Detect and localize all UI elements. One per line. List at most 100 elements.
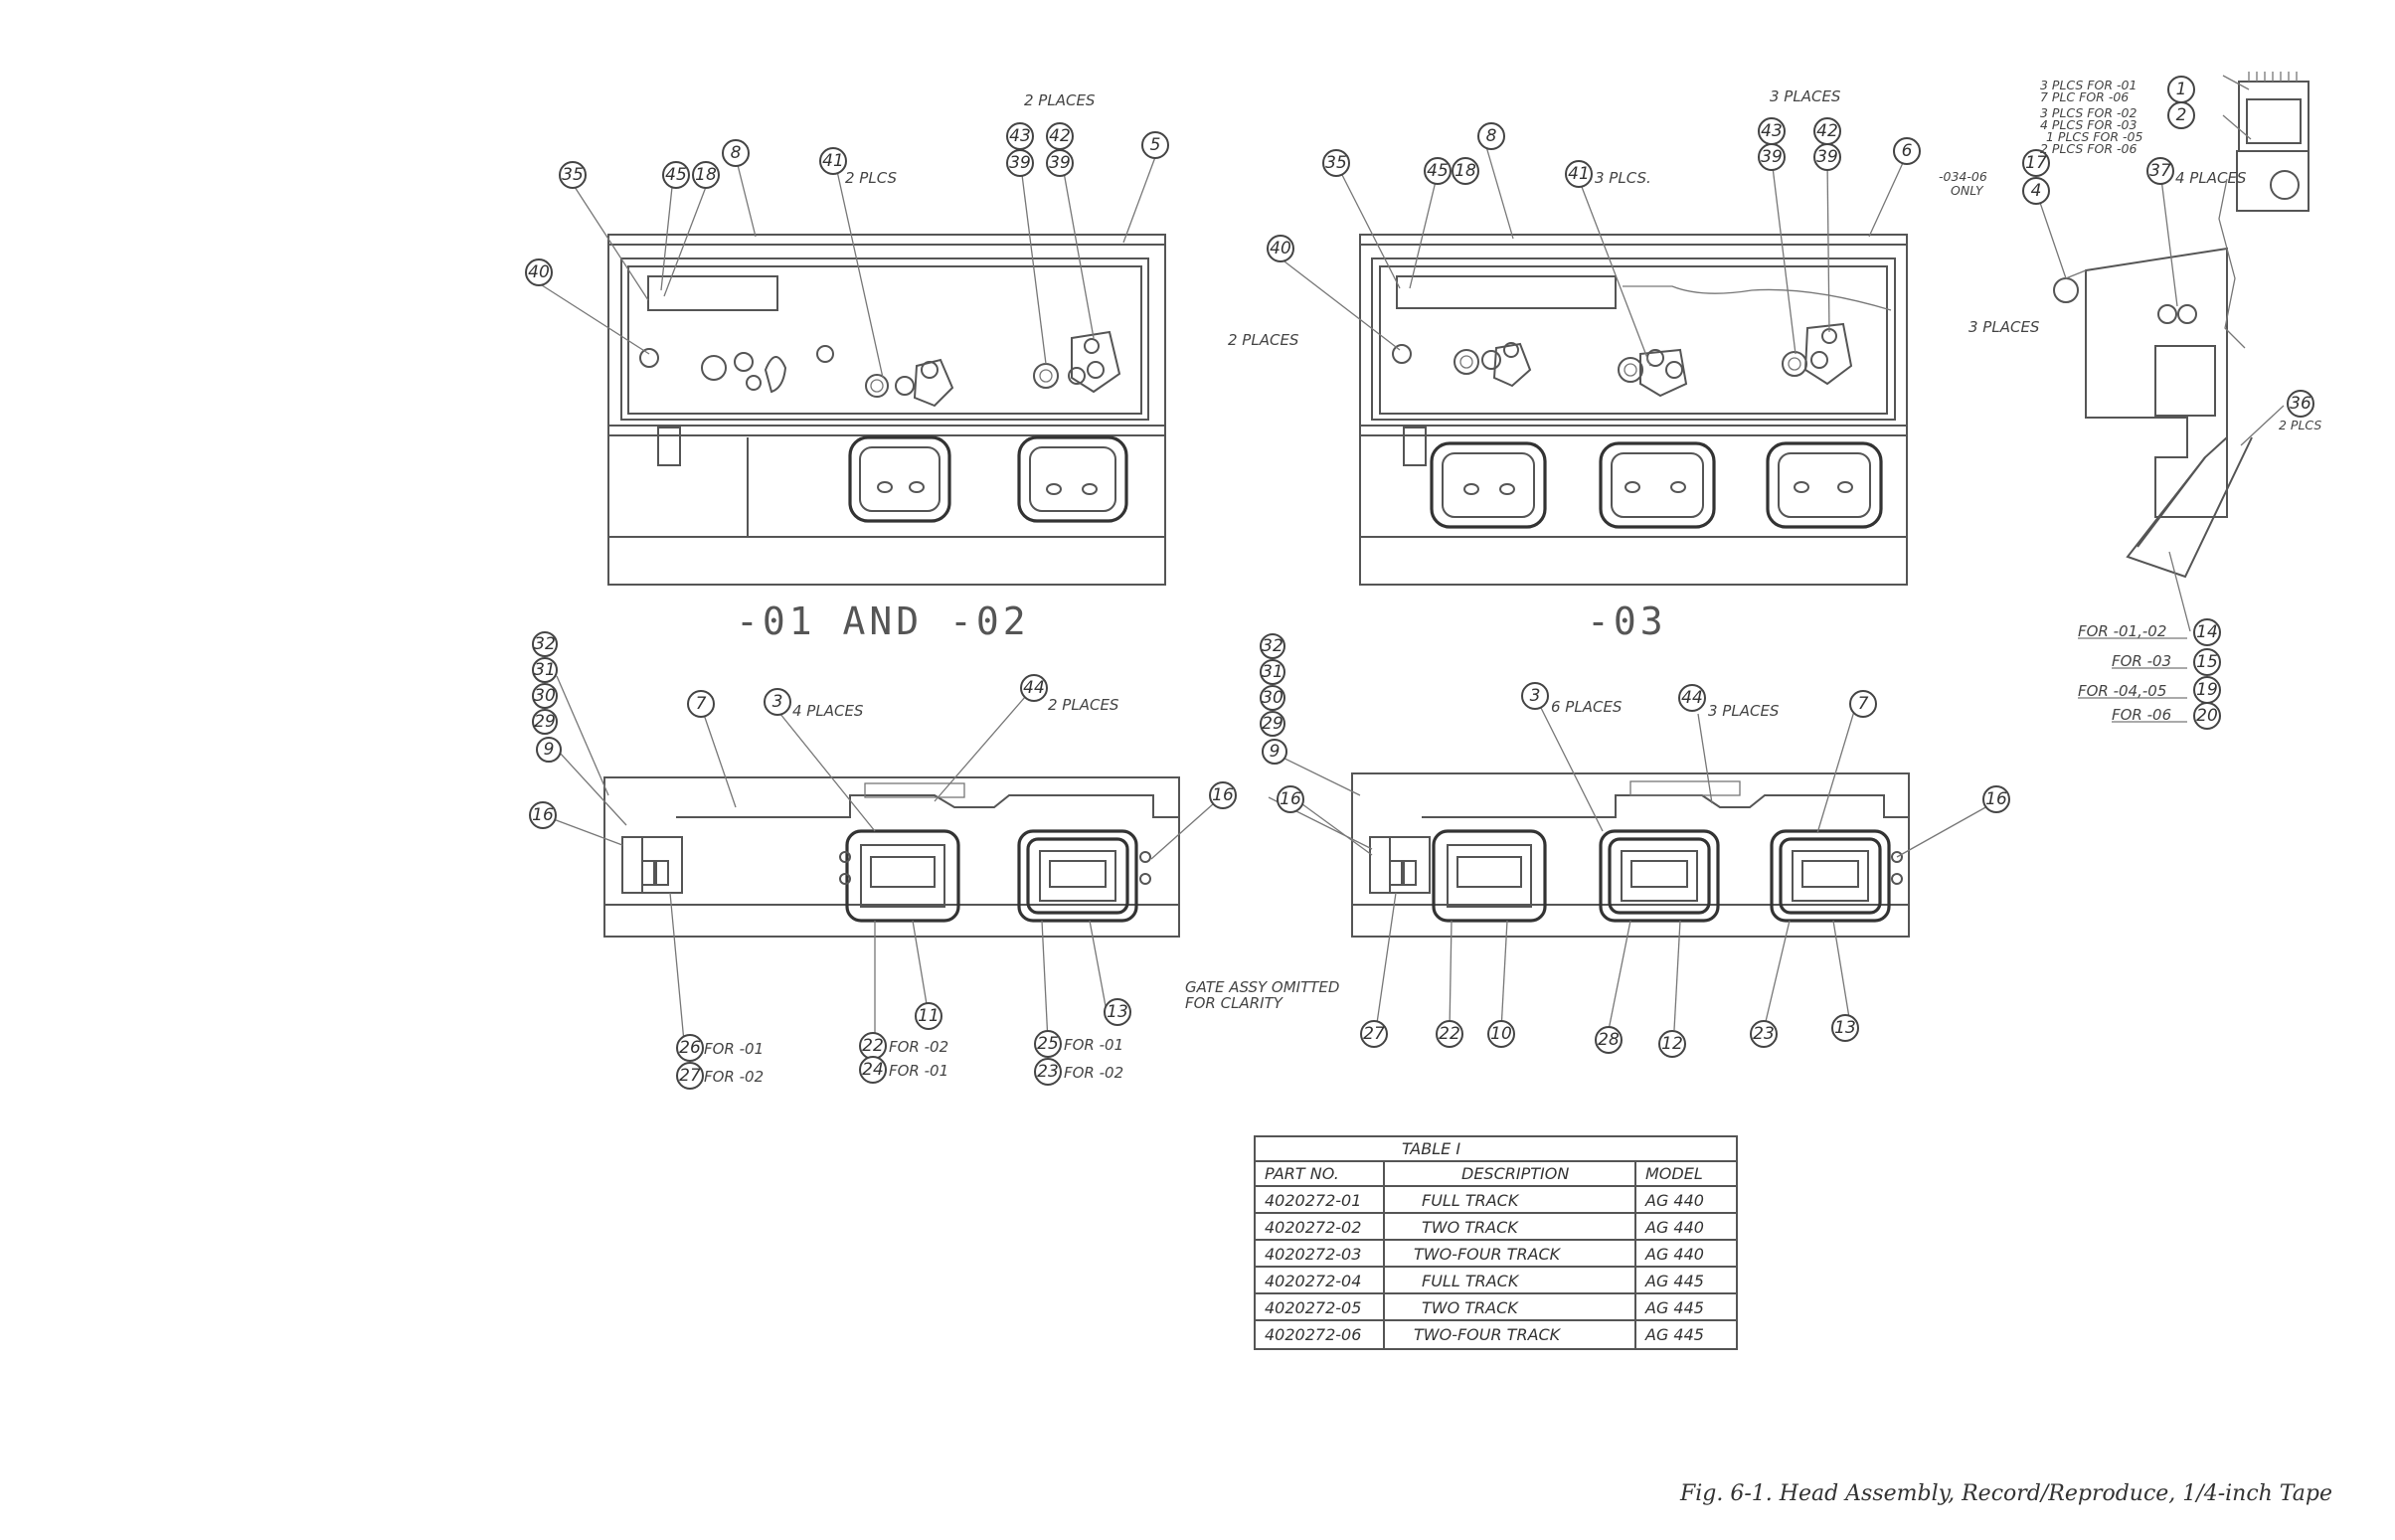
callout-27: 27 — [676, 1062, 704, 1090]
svg-text:35: 35 — [562, 165, 584, 185]
note-2-places: 2 PLACES — [1228, 331, 1299, 349]
callout-12: 12 — [1658, 1030, 1686, 1058]
callout-10: 10 — [1487, 1020, 1515, 1048]
callout-22: 22 — [1436, 1020, 1463, 1048]
svg-text:45: 45 — [665, 165, 687, 185]
callout-16: 16 — [1277, 785, 1304, 813]
callout-11: 11 — [915, 1002, 942, 1030]
callout-36: 36 — [2287, 390, 2314, 418]
table-cell: TWO TRACK — [1422, 1298, 1519, 1317]
svg-text:30: 30 — [1262, 688, 1283, 708]
table-header: PART NO. — [1265, 1164, 1339, 1183]
note-2-places: 2 PLACES — [1048, 696, 1119, 714]
callout-13: 13 — [1104, 998, 1131, 1026]
svg-text:3: 3 — [772, 692, 783, 712]
callout-25: 25 — [1034, 1030, 1062, 1058]
callout-39: 39 — [1813, 143, 1841, 171]
callout-8: 8 — [1477, 122, 1505, 150]
table-cell: AG 440 — [1644, 1191, 1704, 1210]
svg-text:14: 14 — [2196, 622, 2218, 642]
note-for-03: FOR -03 — [2112, 652, 2171, 670]
view-top-right — [1359, 234, 1908, 586]
svg-text:2: 2 — [2176, 105, 2187, 125]
note-for-01: FOR -01 — [704, 1040, 764, 1058]
note-2-plcs-for-06: 2 PLCS FOR -06 — [2040, 141, 2137, 156]
callout-23: 23 — [1750, 1020, 1778, 1048]
svg-text:27: 27 — [1363, 1024, 1385, 1044]
callout-39: 39 — [1758, 143, 1786, 171]
callout-3: 3 — [764, 688, 791, 716]
table-cell: AG 445 — [1644, 1272, 1704, 1290]
svg-text:8: 8 — [1486, 126, 1497, 146]
callout-32: 32 — [1260, 633, 1285, 659]
note-for-06: FOR -06 — [2112, 706, 2171, 724]
callout-37: 37 — [2146, 157, 2174, 185]
callout-7: 7 — [1849, 690, 1877, 718]
callout-42: 42 — [1813, 117, 1841, 145]
svg-text:31: 31 — [1262, 662, 1283, 682]
svg-text:12: 12 — [1661, 1034, 1683, 1054]
svg-text:7: 7 — [696, 694, 707, 714]
callout-18: 18 — [1452, 157, 1479, 185]
svg-text:16: 16 — [1212, 785, 1234, 805]
note-for-01-02: FOR -01,-02 — [2078, 622, 2166, 640]
svg-text:32: 32 — [534, 634, 556, 654]
note-gate-assy: GATE ASSY OMITTED — [1185, 978, 1339, 996]
table-cell: AG 440 — [1644, 1245, 1704, 1264]
note-for-01: FOR -01 — [1064, 1036, 1123, 1054]
notes: 2 PLACES 2 PLCS 3 PLACES 3 PLCS. 2 PLACE… — [704, 78, 2321, 1086]
table-cell: 4020272-01 — [1265, 1191, 1361, 1210]
svg-text:45: 45 — [1427, 161, 1449, 181]
callout-43: 43 — [1758, 117, 1786, 145]
svg-text:39: 39 — [1816, 147, 1838, 167]
svg-text:1: 1 — [2176, 80, 2187, 99]
svg-text:9: 9 — [1270, 742, 1281, 762]
callout-31: 31 — [1260, 659, 1285, 685]
note-4-places: 4 PLACES — [2175, 169, 2247, 187]
svg-text:41: 41 — [1568, 164, 1590, 184]
callout-3: 3 — [1521, 682, 1549, 710]
note-3-plcs: 3 PLCS. — [1595, 169, 1651, 187]
callout-22: 22 — [859, 1032, 887, 1060]
svg-text:22: 22 — [862, 1036, 884, 1056]
svg-text:29: 29 — [534, 712, 556, 732]
table-cell: 4020272-04 — [1265, 1272, 1361, 1290]
table-cell: FULL TRACK — [1422, 1272, 1520, 1290]
svg-text:44: 44 — [1681, 688, 1703, 708]
note-3-places: 3 PLACES — [1968, 318, 2040, 336]
leader-lines — [538, 75, 2285, 1043]
note-034-06: -034-06 — [1939, 169, 1987, 184]
svg-text:16: 16 — [1280, 789, 1301, 809]
table-cell: AG 445 — [1644, 1325, 1704, 1344]
svg-text:30: 30 — [534, 686, 556, 706]
callout-44: 44 — [1678, 684, 1706, 712]
svg-text:17: 17 — [2025, 153, 2047, 173]
table-cell: AG 445 — [1644, 1298, 1704, 1317]
table-header: DESCRIPTION — [1461, 1164, 1569, 1183]
callout-9: 9 — [1262, 739, 1287, 765]
callout-42: 42 — [1046, 122, 1074, 150]
note-3-places: 3 PLACES — [1770, 87, 1841, 105]
svg-text:27: 27 — [679, 1066, 701, 1086]
callout-4: 4 — [2022, 177, 2050, 205]
callout-40: 40 — [525, 258, 553, 286]
note-7-plc-for-06: 7 PLC FOR -06 — [2040, 89, 2129, 104]
svg-text:22: 22 — [1439, 1024, 1460, 1044]
table-cell: FULL TRACK — [1422, 1191, 1520, 1210]
table-i: TABLE I PART NO. DESCRIPTION MODEL 40202… — [1254, 1135, 1738, 1350]
callout-32: 32 — [532, 631, 558, 657]
callout-13: 13 — [1831, 1014, 1859, 1042]
callout-bubbles: 35 45 18 8 40 41 43 42 39 39 5 35 45 18 … — [525, 76, 2314, 1090]
svg-text:28: 28 — [1598, 1030, 1620, 1050]
svg-text:9: 9 — [544, 740, 555, 760]
callout-19: 19 — [2193, 676, 2221, 704]
callout-40: 40 — [1267, 235, 1294, 262]
svg-text:3: 3 — [1530, 686, 1541, 706]
callout-41: 41 — [819, 147, 847, 175]
caption-01-and-02: -01 AND -02 — [736, 599, 1030, 643]
svg-text:18: 18 — [1454, 161, 1476, 181]
note-6-places: 6 PLACES — [1551, 698, 1623, 716]
svg-text:13: 13 — [1834, 1018, 1856, 1038]
svg-text:39: 39 — [1009, 153, 1031, 173]
note-2-plcs: 2 PLCS — [2279, 418, 2321, 432]
